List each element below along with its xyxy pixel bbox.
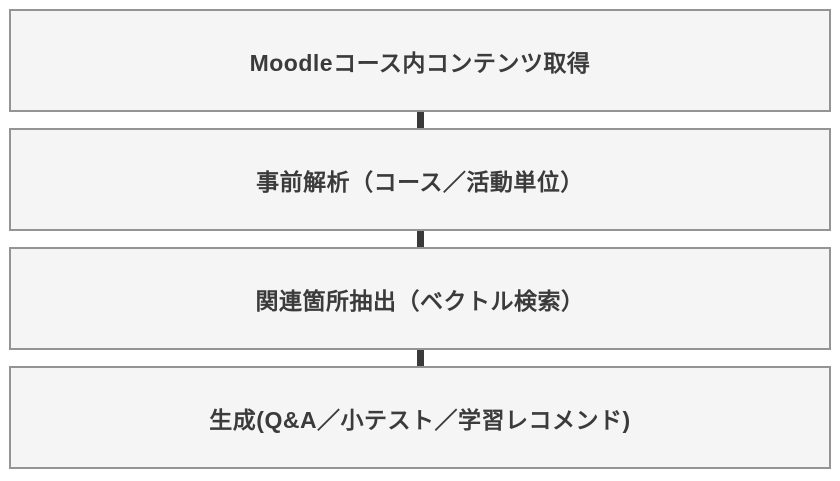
flow-step-label: 生成(Q&A／小テスト／学習レコメンド) <box>209 406 631 433</box>
flow-step-vector-search-extraction: 関連箇所抽出（ベクトル検索） <box>9 247 831 350</box>
flow-connector <box>416 231 424 247</box>
flow-step-pre-analysis: 事前解析（コース／活動単位） <box>9 128 831 231</box>
flow-connector <box>416 350 424 366</box>
flow-connector <box>416 112 424 128</box>
flow-step-label: 事前解析（コース／活動単位） <box>256 168 584 195</box>
flow-step-generation: 生成(Q&A／小テスト／学習レコメンド) <box>9 366 831 469</box>
flow-step-label: 関連箇所抽出（ベクトル検索） <box>255 287 585 314</box>
flowchart: Moodleコース内コンテンツ取得 事前解析（コース／活動単位） 関連箇所抽出（… <box>9 9 831 469</box>
flow-step-label: Moodleコース内コンテンツ取得 <box>249 49 591 76</box>
flow-step-moodle-content-fetch: Moodleコース内コンテンツ取得 <box>9 9 831 112</box>
